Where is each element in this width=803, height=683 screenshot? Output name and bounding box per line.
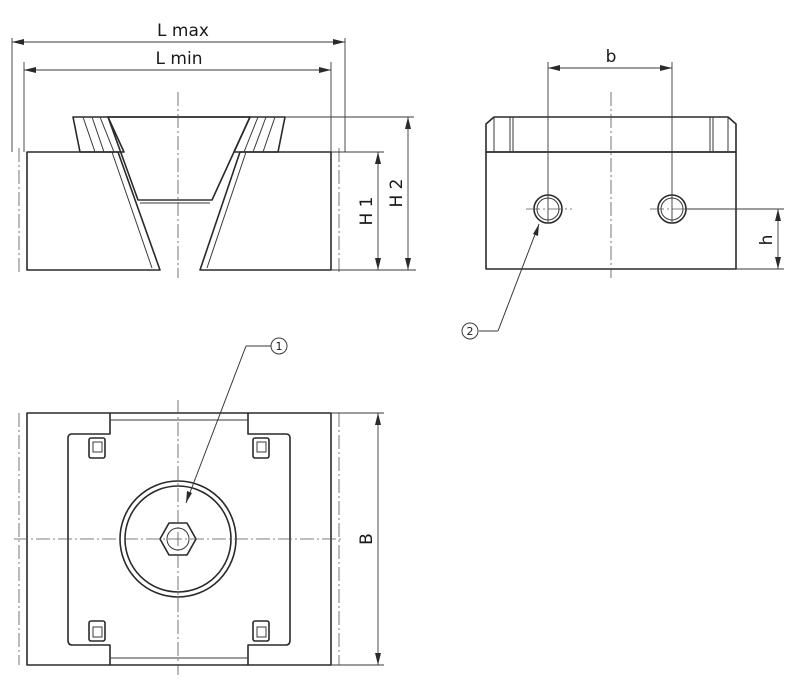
side-view: b h 2 <box>461 47 784 340</box>
dim-l-min: L min <box>156 49 203 69</box>
front-right-block <box>199 151 332 271</box>
dim-l-max: L max <box>157 21 209 41</box>
front-view: L max L min H 1 H 2 <box>11 21 416 278</box>
dim-h: h <box>757 235 777 246</box>
dim-b: b <box>606 47 617 67</box>
dim-h1: H 1 <box>357 196 377 225</box>
callout-2-circle <box>461 322 479 340</box>
callout-1-label: 1 <box>276 340 283 353</box>
dim-h2: H 2 <box>387 178 407 207</box>
notch-top-right <box>252 437 270 459</box>
callout-1-circle <box>270 337 288 355</box>
front-left-block <box>26 151 161 271</box>
notch-top-left <box>88 437 106 459</box>
callout-2-label: 2 <box>467 325 474 338</box>
notch-bottom-right <box>252 620 270 642</box>
top-view: B 1 <box>14 337 384 675</box>
notch-bottom-left <box>88 620 106 642</box>
dim-big-b: B <box>357 533 377 545</box>
wedge-left-ridge <box>72 116 125 153</box>
wedge-right-ridge <box>233 116 286 153</box>
